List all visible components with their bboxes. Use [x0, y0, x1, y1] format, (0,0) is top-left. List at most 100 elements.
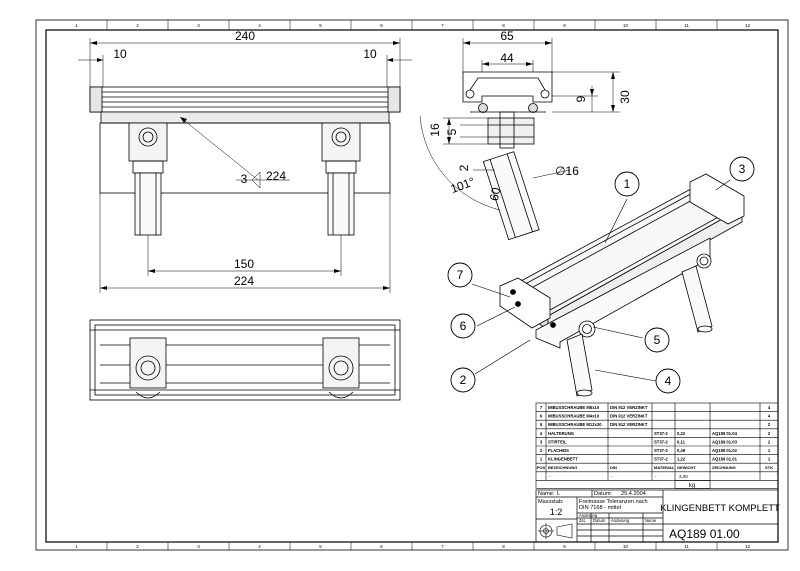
zone-number-bottom: 12	[745, 544, 751, 549]
parts-cell-pos: 2	[540, 448, 543, 453]
parts-cell-qty: 4	[768, 414, 771, 419]
dim-right-offset: 10	[363, 47, 377, 61]
balloon-label-4: 4	[665, 374, 672, 388]
zone-number-bottom: 7	[441, 544, 444, 549]
scale-label: Massstab:	[538, 499, 564, 505]
parts-header-mass: GEWICHT	[677, 465, 696, 470]
zone-number-bottom: 8	[502, 544, 505, 549]
zone-number-top: 1	[75, 23, 78, 28]
zone-number-top: 9	[563, 23, 566, 28]
parts-cell-drawing: AQ189 01.03	[712, 439, 738, 444]
zone-number-bottom: 10	[623, 544, 629, 549]
balloon-circles	[447, 156, 755, 394]
dim-side-width: 65	[500, 29, 514, 43]
zone-number-top: 2	[136, 23, 139, 28]
parts-cell-name: IMBUSSCHRAUBE M5x10	[548, 405, 600, 410]
iso-leg-back	[681, 265, 713, 333]
parts-cell-drawing: AQ189 01.01	[712, 457, 738, 462]
parts-cell-pos: 1	[540, 457, 543, 462]
total-c2: -	[611, 474, 613, 479]
parts-cell-din: DIN 912 VERZINKT	[610, 422, 648, 427]
parts-cell-din: DIN 912 VERZINKT	[610, 405, 648, 410]
projection-symbol	[538, 523, 573, 539]
balloons	[471, 179, 731, 382]
parts-cell-qty: 1	[768, 448, 771, 453]
side-view-arrowheads	[447, 41, 615, 144]
dim-side-inner: 44	[500, 51, 514, 65]
balloon-label-1: 1	[624, 177, 631, 191]
balloon-4	[655, 368, 681, 394]
balloon-label-5: 5	[654, 333, 661, 347]
scale-value: 1:2	[550, 507, 563, 517]
change-label: Änderung	[579, 513, 598, 518]
side-view	[419, 38, 620, 241]
zone-number-bottom: 6	[380, 544, 383, 549]
name-value: L	[557, 491, 560, 497]
dim-2: 2	[457, 164, 471, 171]
date-label: Datum:	[594, 491, 612, 497]
change-col-1: Zst.	[579, 518, 586, 523]
iso-end-cap-back	[689, 173, 745, 225]
name-label: Name:	[538, 491, 555, 497]
iso-flat-bar	[535, 237, 711, 349]
change-col-2: Datum	[593, 518, 606, 523]
zone-number-bottom: 4	[258, 544, 261, 549]
parts-cell-mass: 0,49	[677, 448, 686, 453]
balloon-label-7: 7	[457, 268, 464, 282]
parts-cell-material: ST37-2	[654, 457, 668, 462]
parts-cell-qty: 2	[768, 439, 771, 444]
front-view-arrowheads	[90, 41, 400, 290]
zone-number-bottom: 3	[197, 544, 200, 549]
parts-cell-qty: 4	[768, 405, 771, 410]
dim-overall-length: 240	[235, 29, 255, 43]
zone-number-top: 11	[684, 23, 689, 28]
parts-cell-pos: 5	[540, 422, 543, 427]
parts-cell-material: ST37-2	[654, 431, 668, 436]
tolerance-note-2: DIN 7168 - mittel	[579, 505, 621, 511]
top-holder-left	[129, 337, 167, 389]
dim-5: 5	[445, 128, 459, 135]
drawing-title: KLINGENBETT KOMPLETT	[660, 503, 780, 514]
parts-cell-name: IMBUSSCHRAUBE M4x10	[548, 414, 600, 419]
iso-leg-front	[566, 333, 593, 397]
parts-cell-mass: 0,11	[677, 439, 686, 444]
dim-side-height: 30	[618, 90, 632, 104]
dim-left-offset: 10	[113, 47, 127, 61]
zone-number-top: 12	[745, 23, 751, 28]
parts-cell-name: STIRTEIL	[548, 439, 567, 444]
zone-number-bottom: 5	[319, 544, 322, 549]
side-profile	[462, 71, 553, 103]
balloon-label-3: 3	[739, 162, 746, 176]
parts-header-qty: STK	[765, 465, 773, 470]
isometric-view	[499, 173, 745, 397]
balloon-7	[447, 262, 473, 288]
angle-arc	[419, 115, 501, 211]
leg-left	[134, 172, 162, 236]
side-screw	[487, 117, 535, 145]
parts-cell-qty: 2	[768, 422, 771, 427]
zone-number-bottom: 9	[563, 544, 566, 549]
parts-header-drawing: ZEICHNUNG	[712, 465, 736, 470]
zone-number-top: 3	[197, 23, 200, 28]
zone-number-bottom: 2	[136, 544, 139, 549]
zone-number-top: 7	[441, 23, 444, 28]
total-mass: 3,00	[679, 474, 688, 479]
blade-bed-body	[89, 86, 401, 113]
top-holder-right	[322, 337, 360, 389]
parts-cell-material: ST37-2	[654, 448, 668, 453]
parts-cell-name: HALTERUNG	[548, 431, 574, 436]
balloon-2	[450, 367, 476, 393]
dim-16: 16	[428, 123, 442, 137]
parts-cell-pos: 4	[540, 431, 543, 436]
screw-head-left	[138, 127, 158, 147]
zone-number-bottom: 1	[75, 544, 78, 549]
dim-diameter: ∅16	[555, 164, 579, 178]
balloon-3	[729, 156, 755, 182]
dim-leg-spacing: 150	[234, 257, 254, 271]
parts-cell-drawing: AQ189 01.02	[712, 448, 738, 453]
zone-number-top: 4	[258, 23, 261, 28]
mass-unit: kg	[689, 483, 695, 489]
